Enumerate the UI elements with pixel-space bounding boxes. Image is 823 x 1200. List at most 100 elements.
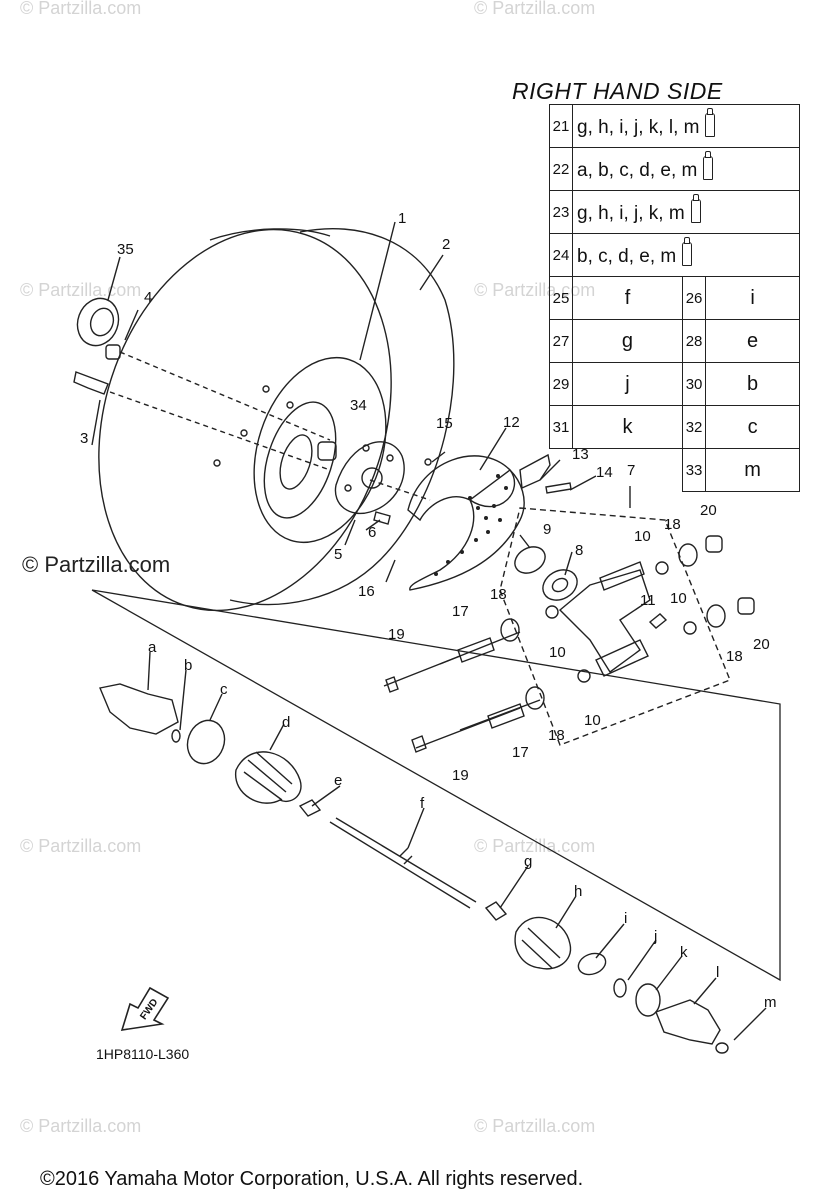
part-letter: k [572,405,683,449]
empty-cell [550,449,573,492]
pair-row: 27 g 28 e [549,319,800,363]
callout-b: b [184,657,193,674]
callout-j: j [654,928,658,945]
part-letter: g [572,319,683,363]
kit-row: 21 g, h, i, j, k, l, m [549,104,800,148]
kit-contents: a, b, c, d, e, m [572,147,800,191]
collar-17-lower [487,703,525,729]
grease-tube-icon [690,194,701,223]
callout-17-b: 17 [512,744,529,761]
part-number: 29 [549,362,573,406]
kit-number: 22 [549,147,573,191]
pair-row: 25 f 26 i [549,276,800,320]
shaft-kit-outline [91,589,781,982]
nut-34 [317,441,337,461]
callout-6: 6 [368,524,377,541]
callout-10-c: 10 [549,644,566,661]
callout-20-a: 20 [700,502,717,519]
callout-20-b: 20 [753,636,770,653]
part-letter: e [705,319,800,363]
grease-tube-icon [682,237,693,266]
grease-tube-icon [705,108,716,137]
part-number: 33 [681,448,707,492]
callout-34: 34 [350,397,367,414]
shaft-f [329,817,477,909]
nut-20-b [737,597,755,615]
clip-m [715,1042,729,1054]
callout-14: 14 [596,464,613,481]
callout-a: a [148,639,157,656]
band-g [484,901,508,921]
kit-letters: g, h, i, j, k, l, m [577,117,700,138]
table-title: RIGHT HAND SIDE [512,78,723,104]
hub-5 [334,441,405,515]
bolt-19-lower [411,707,521,753]
part-letter: m [705,448,800,492]
callout-1: 1 [398,210,407,227]
kit-row: 22 a, b, c, d, e, m [549,147,800,191]
boot-d [235,751,302,804]
callout-3: 3 [80,430,89,447]
callout-18-b: 18 [490,586,507,603]
joint-l [655,999,721,1045]
callout-e: e [334,772,343,789]
band-e [298,799,322,817]
wheel-rim [253,356,387,544]
watermark: © Partzilla.com [20,1116,142,1136]
callout-h: h [574,883,583,900]
band-c [186,719,226,765]
nut-20-a [705,535,723,553]
part-number: 32 [681,405,707,449]
kit-letters: b, c, d, e, m [577,246,677,267]
bolt-6 [373,511,391,525]
disc-guard-12 [407,455,516,522]
callout-m: m [764,994,777,1011]
callout-d: d [282,714,291,731]
kit-letters: a, b, c, d, e, m [577,160,698,181]
callout-18-c: 18 [726,648,743,665]
washer-18-c [678,543,698,567]
washer-15 [424,458,432,466]
kit-contents: b, c, d, e, m [572,233,800,277]
callout-5: 5 [334,546,343,563]
kit-number: 21 [549,104,573,148]
part-number: 27 [549,319,573,363]
callout-18-a: 18 [664,516,681,533]
copyright-text: ©2016 Yamaha Motor Corporation, U.S.A. A… [40,1168,584,1190]
kit-row: 24 b, c, d, e, m [549,233,800,277]
washer-18-b [525,686,545,710]
part-letter: f [572,276,683,320]
right-hand-side-table: 21 g, h, i, j, k, l, m 22 a, b, c, d, e,… [549,104,800,492]
circlip-9 [514,546,546,574]
ring-k [635,983,661,1017]
watermark: © Partzilla.com [474,1116,596,1136]
brake-disc [409,469,525,591]
part-letter: j [572,362,683,406]
part-number: 26 [681,276,707,320]
bearing-8 [542,569,578,601]
knuckle-outline-7 [499,507,731,746]
kit-number: 23 [549,190,573,234]
callout-g: g [524,853,533,870]
washer-18-a [500,618,520,642]
callout-8: 8 [575,542,584,559]
kit-number: 24 [549,233,573,277]
callout-13: 13 [572,446,589,463]
watermark: © Partzilla.com [20,0,142,18]
kit-row: 23 g, h, i, j, k, m [549,190,800,234]
washer-18-d [706,604,726,628]
clip-j [613,978,627,998]
watermark: © Partzilla.com [474,836,596,856]
callout-i: i [624,910,628,927]
callout-l: l [716,964,720,981]
band-i [577,952,607,976]
callout-c: c [220,681,228,698]
bolt-19-upper [383,655,461,693]
empty-cell [573,449,683,492]
watermark: © Partzilla.com [474,0,596,18]
partzilla-label: © Partzilla.com [22,552,171,577]
callout-7: 7 [627,462,636,479]
callout-9: 9 [543,521,552,538]
grease-tube-icon [703,151,714,180]
bracket-13 [519,453,551,490]
